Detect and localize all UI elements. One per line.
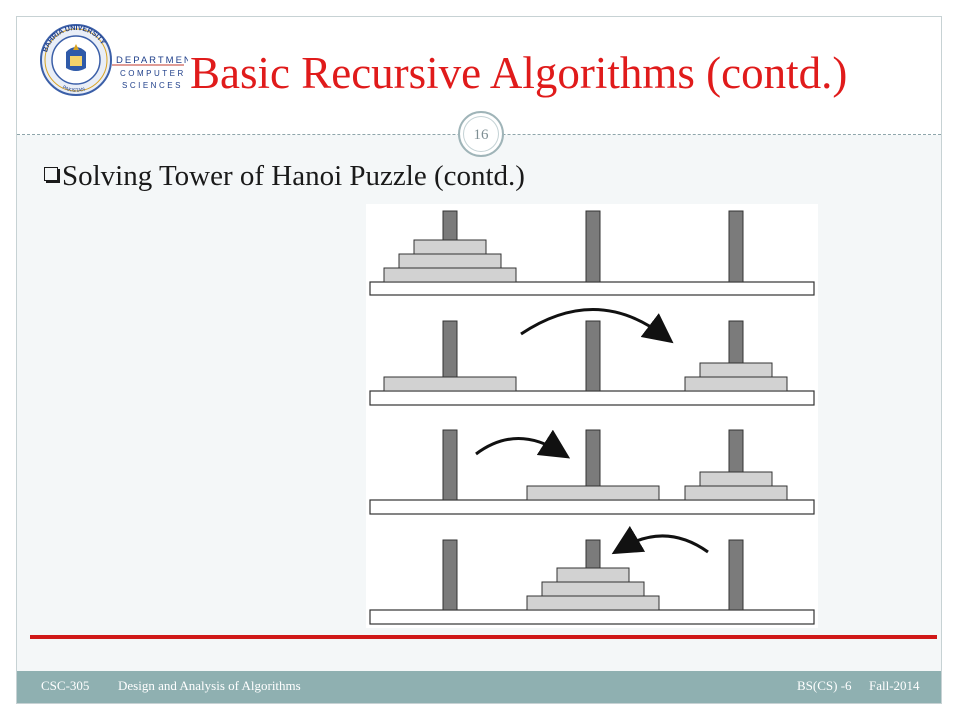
page-number-badge: 16	[458, 111, 504, 157]
slide-title: Basic Recursive Algorithms (contd.)	[190, 48, 848, 98]
move-arrow-icon	[475, 429, 571, 459]
logo-dept-line-1: DEPARTMENT OF	[116, 55, 188, 66]
footer-red-rule	[30, 635, 937, 639]
bullet-item: Solving Tower of Hanoi Puzzle (contd.)	[44, 160, 525, 200]
hanoi-step-1	[369, 210, 815, 296]
hanoi-step-2	[369, 308, 815, 406]
bullet-text: Solving Tower of Hanoi Puzzle (contd.)	[62, 160, 525, 192]
tower-of-hanoi-figure	[366, 204, 818, 628]
footer-bar: CSC-305 Design and Analysis of Algorithm…	[17, 671, 941, 703]
logo-country-text: PAKISTAN	[61, 85, 86, 95]
university-logo: BAHRIA UNIVERSITY PAKISTAN DEPARTMENT OF…	[40, 24, 188, 96]
logo-dept-line-3: SCIENCES	[122, 81, 183, 90]
hanoi-step-3	[369, 429, 815, 515]
move-arrow-icon	[611, 525, 709, 555]
footer-course-code: CSC-305	[41, 678, 90, 693]
footer-program: BS(CS) -6	[797, 678, 852, 693]
move-arrow-icon	[520, 308, 674, 344]
square-bullet-icon	[44, 167, 58, 181]
logo-dept-line-2: COMPUTER	[120, 69, 186, 78]
hanoi-step-4	[369, 525, 815, 625]
footer-course-name: Design and Analysis of Algorithms	[118, 678, 301, 693]
footer-term: Fall-2014	[869, 678, 920, 693]
